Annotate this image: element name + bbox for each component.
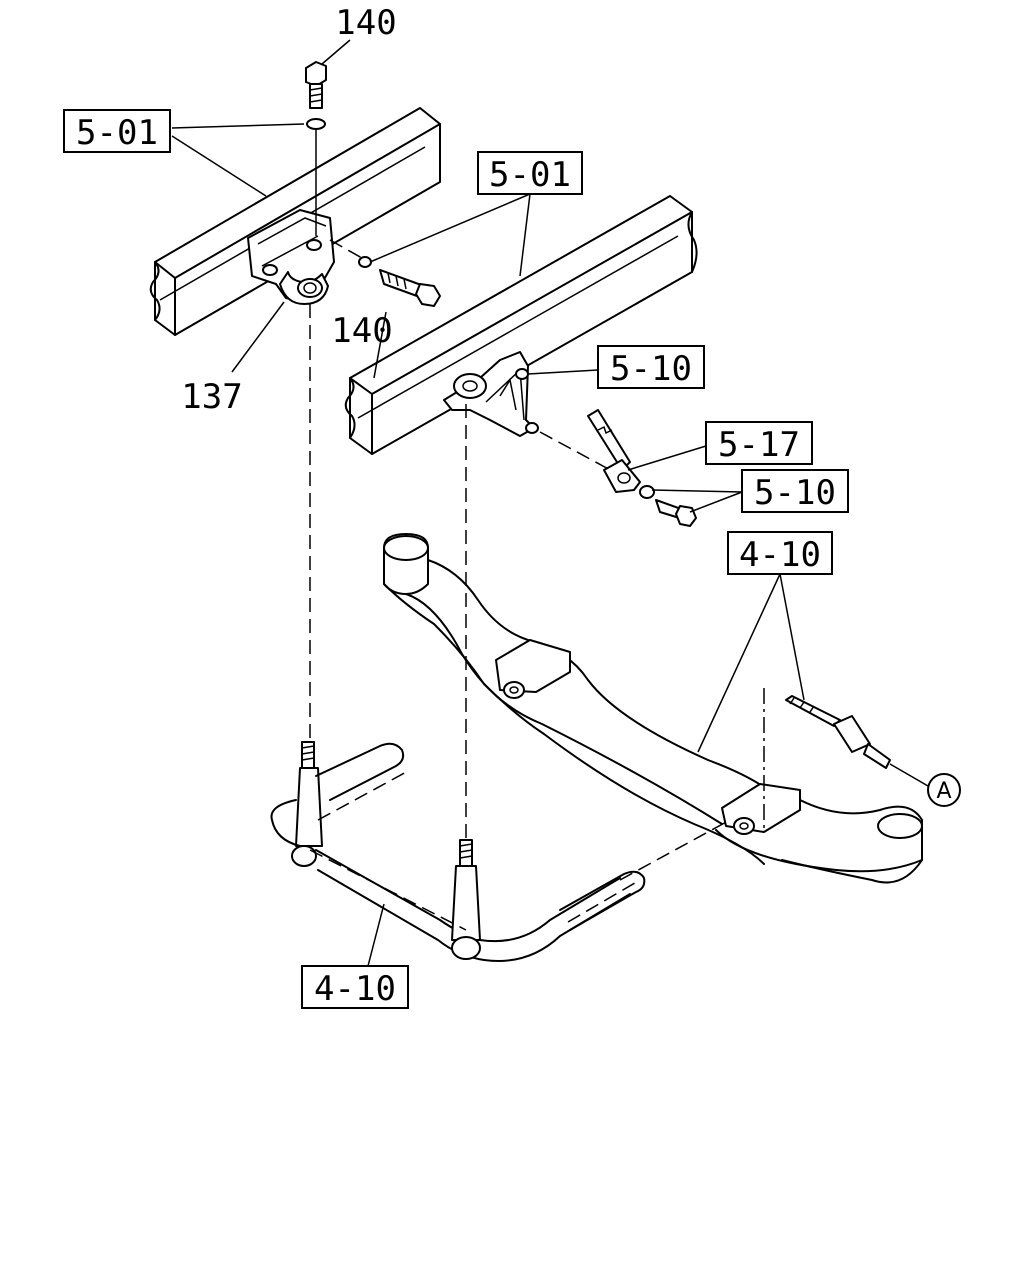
alignment-lines [309, 304, 467, 931]
callout-text: 4-10 [739, 535, 821, 575]
callout-5-01-right: 5-01 [477, 151, 583, 195]
lower-frame-rail [344, 195, 698, 455]
callout-text: 5-10 [610, 349, 692, 389]
upper-frame-rail [149, 107, 441, 336]
stabilizer-bracket [247, 209, 335, 305]
callout-5-17: 5-17 [705, 421, 813, 465]
shackle-bracket [443, 351, 539, 437]
callout-text: 5-01 [489, 155, 571, 195]
bolt-140-top [305, 61, 327, 236]
callout-5-10-upper: 5-10 [597, 345, 705, 389]
callout-text: 5-10 [754, 473, 836, 513]
callout-5-10-lower: 5-10 [741, 469, 849, 513]
callout-4-10-right: 4-10 [727, 531, 833, 575]
connector-label-a: A [936, 779, 951, 804]
stabilizer-bar [270, 741, 731, 962]
part-number-137: 137 [181, 377, 242, 417]
part-number-140-side: 140 [331, 311, 392, 351]
callout-4-10-bottom: 4-10 [301, 965, 409, 1009]
callout-text: 5-17 [718, 425, 800, 465]
king-pin: A [763, 688, 961, 832]
axle-beam [383, 533, 923, 884]
bolt-140-side [329, 239, 441, 307]
callout-text: 5-01 [76, 113, 158, 153]
shackle-bolt [639, 485, 697, 527]
leader-lines [171, 123, 805, 967]
callout-text: 4-10 [314, 969, 396, 1009]
callout-5-01-left: 5-01 [63, 109, 171, 153]
part-number-140-top: 140 [335, 3, 396, 43]
shackle-link [539, 409, 641, 493]
